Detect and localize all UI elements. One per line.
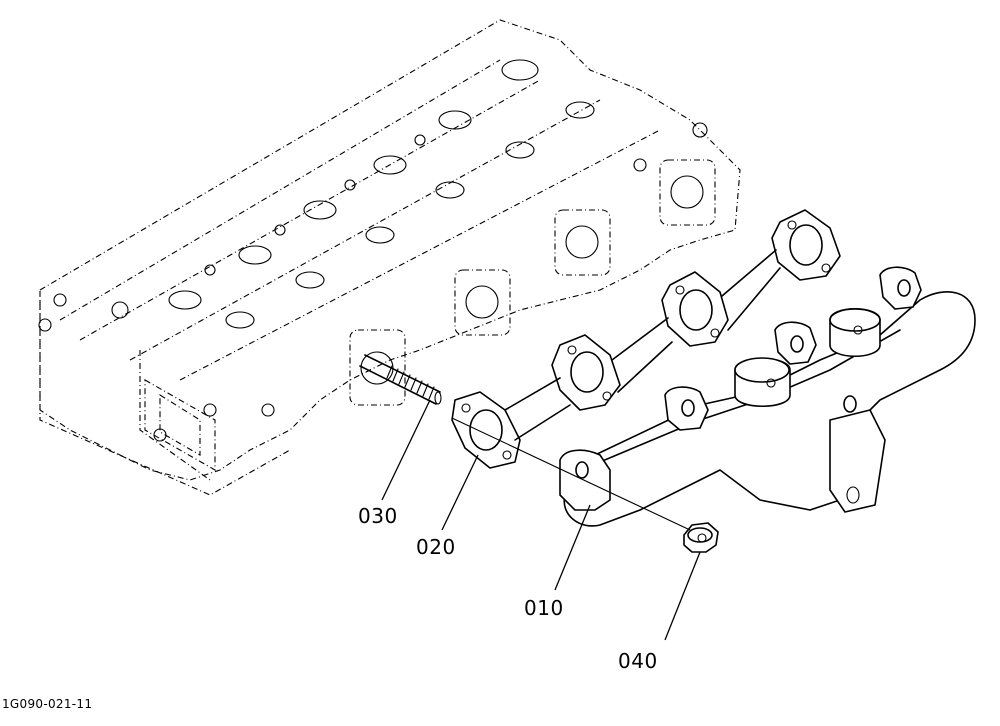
callout-010: 010 (524, 596, 564, 620)
callout-040: 040 (618, 649, 658, 673)
callout-030: 030 (358, 504, 398, 528)
drawing-code: 1G090-021-11 (2, 697, 93, 711)
leader-lines (381, 399, 701, 641)
cylinder-head (38, 19, 741, 496)
callout-020: 020 (416, 535, 456, 559)
exhaust-manifold (559, 266, 976, 527)
exhaust-gasket (451, 209, 841, 469)
flange-nut (683, 522, 719, 553)
stud-bolt (359, 354, 442, 405)
